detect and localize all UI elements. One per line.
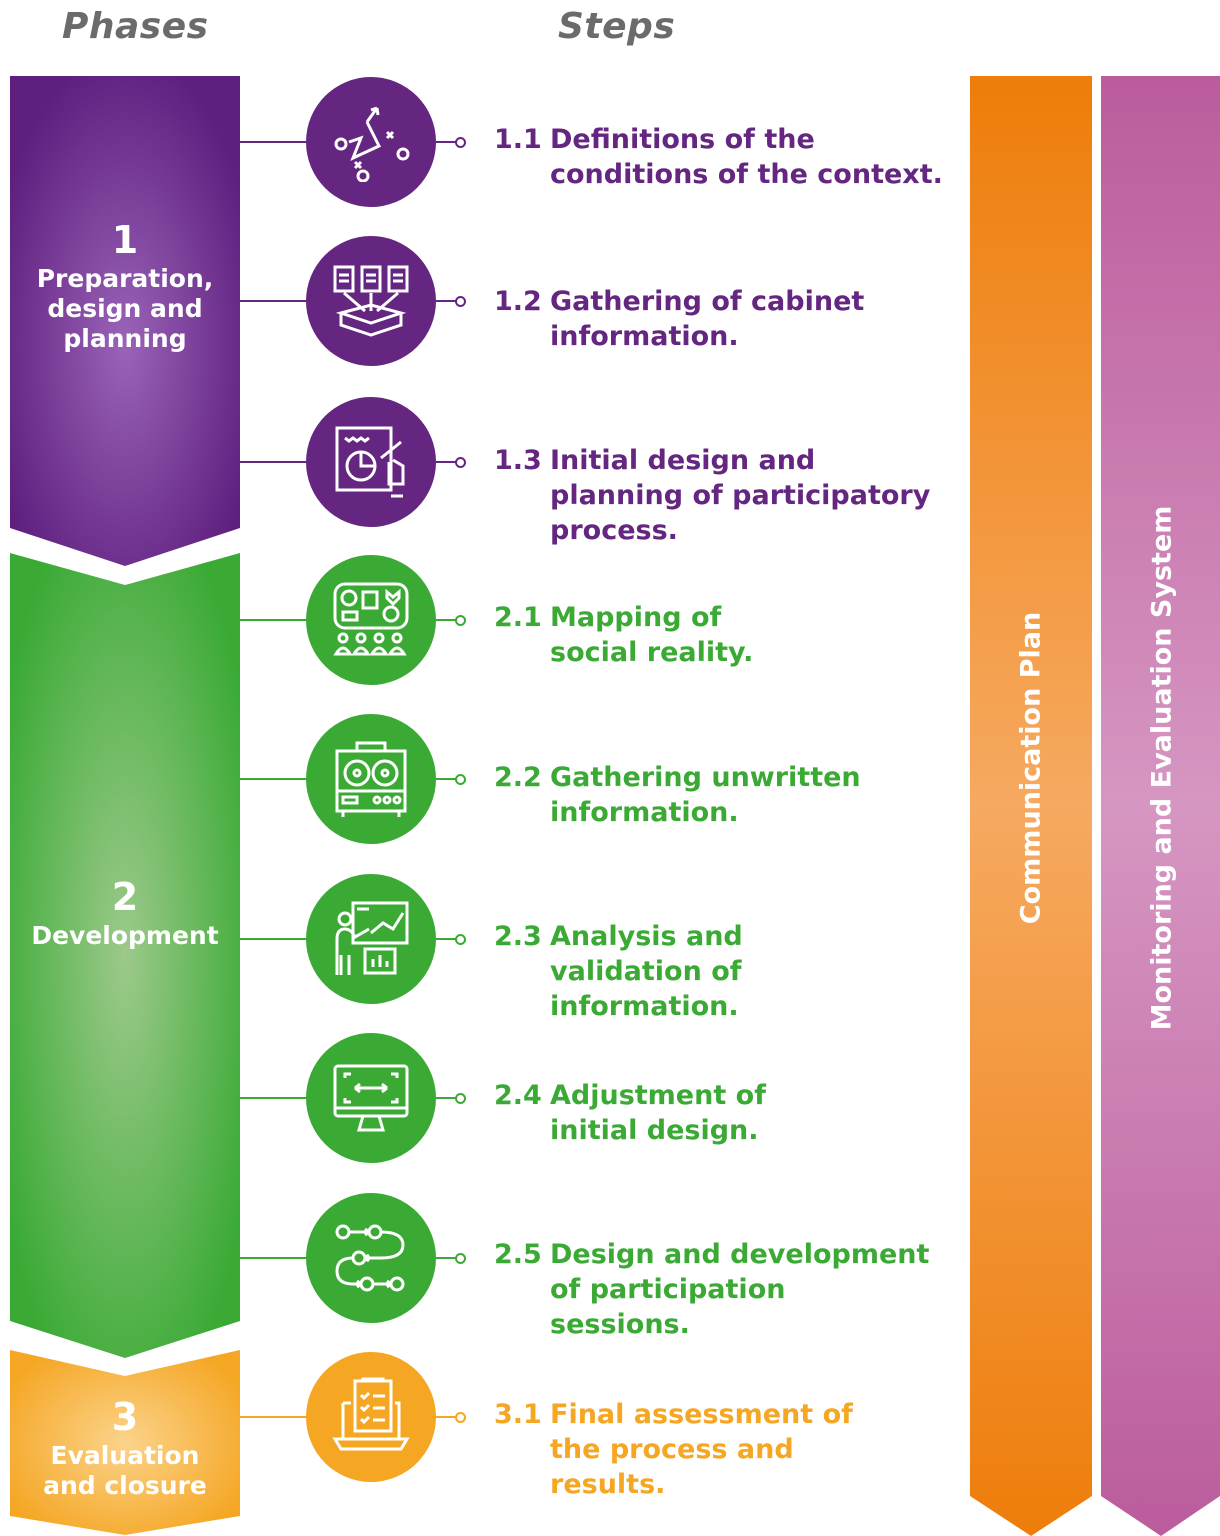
phase-1-label: 1 Preparation, design and planning (10, 218, 240, 354)
step-1-3-number: 1.3 (494, 445, 542, 476)
connector-dash (436, 461, 456, 463)
documents-box-icon (333, 265, 409, 337)
step-3-1-icon-circle (306, 1352, 436, 1482)
connector-line (240, 1257, 310, 1259)
communication-plan-bar (970, 76, 1092, 1536)
connector-dash (436, 938, 456, 940)
steps-header: Steps (558, 6, 676, 47)
phases-header: Phases (62, 6, 209, 47)
communication-plan-label: Communication Plan (1015, 611, 1047, 925)
step-3-1-text: Final assessment of the process and resu… (550, 1399, 853, 1500)
step-2-1-text: Mapping of social reality. (550, 602, 754, 668)
step-2-4-number: 2.4 (494, 1080, 542, 1111)
planning-board-icon (335, 426, 405, 498)
connector-dot (455, 137, 466, 148)
connector-line (240, 778, 310, 780)
connector-dot (455, 774, 466, 785)
community-map-icon (333, 582, 409, 656)
presentation-icon (335, 901, 409, 975)
tape-recorder-icon (335, 741, 407, 817)
phase-1-arrow (10, 76, 240, 566)
step-2-1-number: 2.1 (494, 602, 542, 633)
step-2-2-icon-circle (306, 714, 436, 844)
connector-dash (436, 300, 456, 302)
phase-3-title: Evaluation and closure (43, 1440, 207, 1500)
step-1-1-number: 1.1 (494, 124, 542, 155)
step-2-5-icon-circle (306, 1193, 436, 1323)
step-2-4-text: Adjustment of initial design. (550, 1080, 766, 1146)
connector-dot (455, 1412, 466, 1423)
phase-2-label: 2 Development (10, 875, 240, 951)
phase-2-arrow (10, 553, 240, 1358)
phase-1-number: 1 (111, 218, 139, 262)
connector-line (240, 619, 310, 621)
step-1-2-icon-circle (306, 236, 436, 366)
step-2-2-number: 2.2 (494, 762, 542, 793)
monitor-adjust-icon (333, 1064, 409, 1132)
step-1-3-icon-circle (306, 397, 436, 527)
connector-line (240, 300, 310, 302)
step-1-2-number: 1.2 (494, 286, 542, 317)
connector-dash (436, 141, 456, 143)
connector-line (240, 141, 310, 143)
connector-dot (455, 1253, 466, 1264)
process-flow-icon (335, 1224, 405, 1292)
step-2-3-icon-circle (306, 874, 436, 1004)
step-2-3-number: 2.3 (494, 921, 542, 952)
connector-dash (436, 1257, 456, 1259)
step-2-1-icon-circle (306, 555, 436, 685)
step-2-5-text: Design and development of participation … (550, 1239, 930, 1340)
step-1-1-icon-circle (306, 77, 436, 207)
step-2-4-icon-circle (306, 1033, 436, 1163)
step-3-1-number: 3.1 (494, 1399, 542, 1430)
connector-dot (455, 296, 466, 307)
connector-line (240, 1097, 310, 1099)
strategy-icon (334, 106, 410, 182)
phase-3-number: 3 (111, 1395, 139, 1439)
phase-2-number: 2 (111, 875, 139, 919)
connector-dash (436, 1416, 456, 1418)
connector-dot (455, 615, 466, 626)
connector-line (240, 1416, 310, 1418)
connector-dot (455, 457, 466, 468)
phase-3-arrow (10, 1350, 240, 1535)
connector-line (240, 938, 310, 940)
step-2-3-text: Analysis and validation of information. (550, 921, 743, 1022)
step-2-2-text: Gathering unwritten information. (550, 762, 861, 828)
monitoring-evaluation-bar (1101, 76, 1220, 1536)
connector-dash (436, 1097, 456, 1099)
step-1-1-text: Definitions of the conditions of the con… (550, 124, 943, 190)
connector-dash (436, 778, 456, 780)
step-2-5-number: 2.5 (494, 1239, 542, 1270)
phase-1-title: Preparation, design and planning (36, 263, 214, 353)
connector-dot (455, 934, 466, 945)
connector-dash (436, 619, 456, 621)
phase-2-title: Development (31, 920, 219, 950)
laptop-checklist-icon (332, 1377, 410, 1451)
monitoring-evaluation-label: Monitoring and Evaluation System (1146, 505, 1178, 1031)
connector-dot (455, 1093, 466, 1104)
connector-line (240, 461, 310, 463)
phase-3-label: 3 Evaluation and closure (10, 1395, 240, 1501)
step-1-3-text: Initial design and planning of participa… (550, 445, 931, 546)
step-1-2-text: Gathering of cabinet information. (550, 286, 865, 352)
